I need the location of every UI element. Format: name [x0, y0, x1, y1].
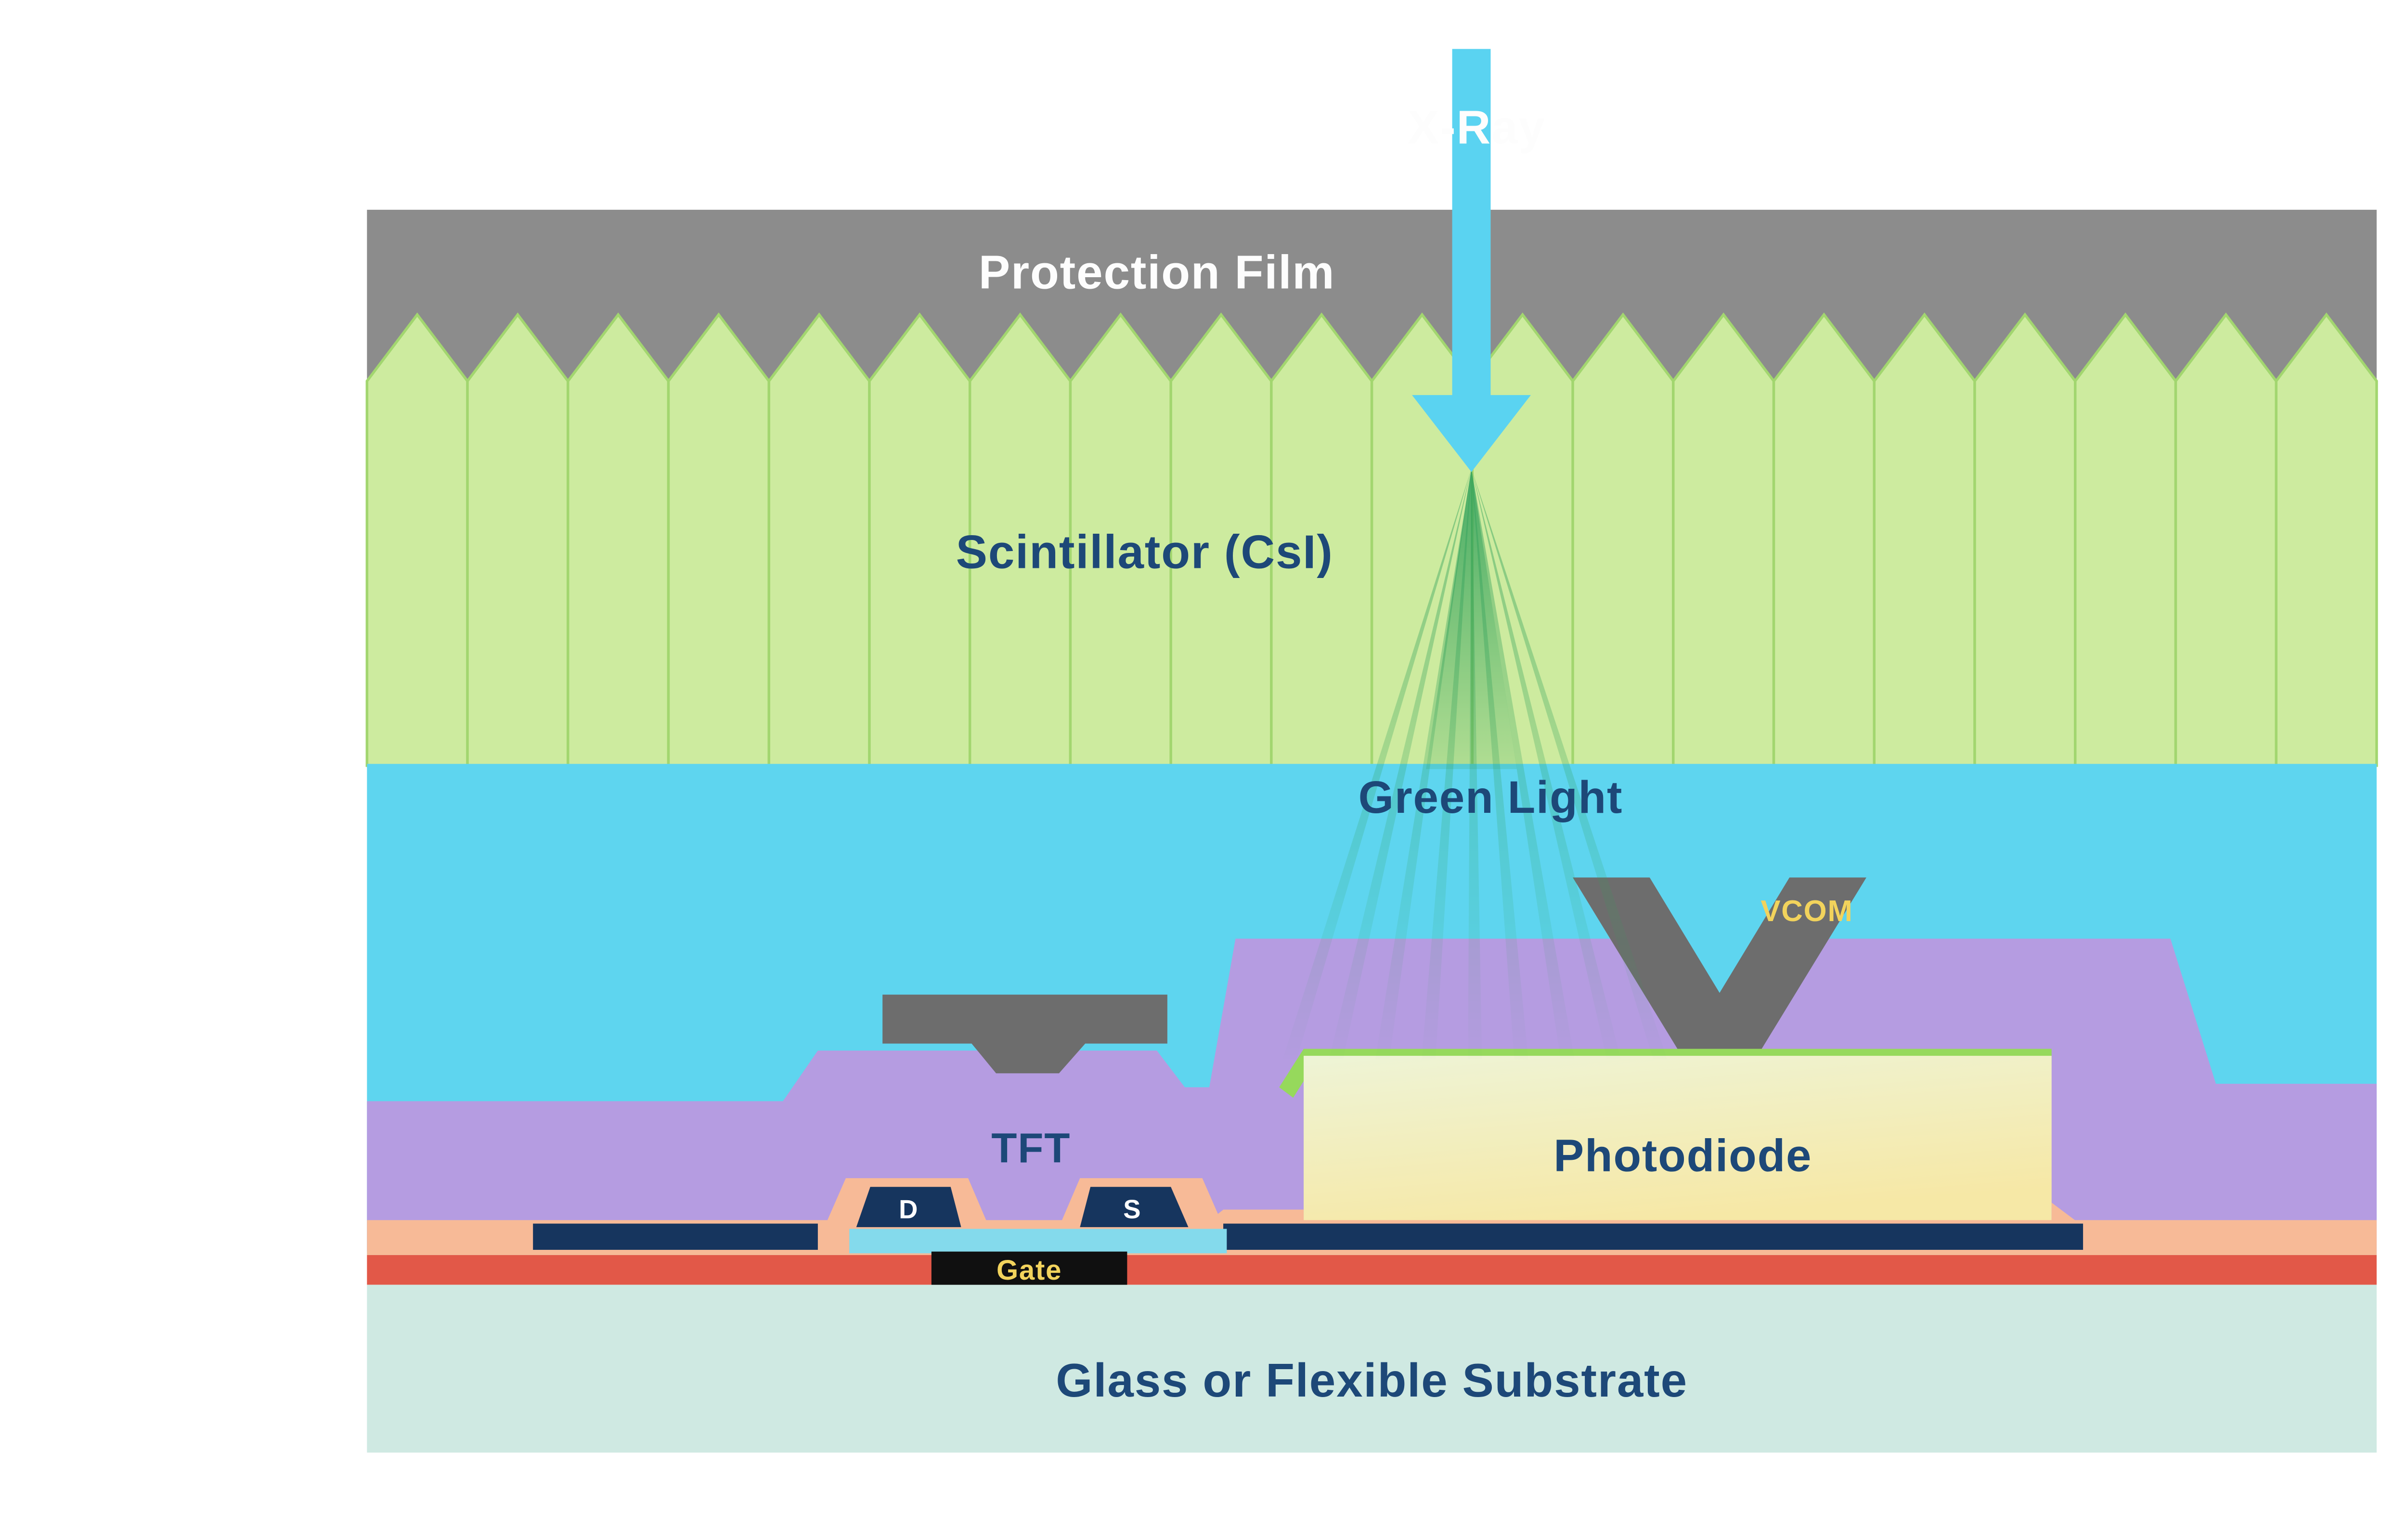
scintillator-needle	[1873, 312, 1976, 767]
xray-arrow-shaft	[1452, 49, 1491, 399]
drain-label: D	[899, 1195, 919, 1224]
protection-film-layer	[367, 209, 2377, 381]
scintillator-needle	[767, 312, 871, 767]
scintillator-needle	[1571, 312, 1675, 767]
tft-source-electrode	[1080, 1187, 1189, 1227]
gate-label: Gate	[996, 1255, 1062, 1286]
tft-label: TFT	[991, 1125, 1071, 1171]
scintillator-needle	[466, 312, 569, 767]
green-light-ray	[1471, 468, 1575, 1060]
scintillator-needle	[365, 312, 469, 767]
substrate-label: Glass or Flexible Substrate	[1056, 1354, 1688, 1407]
photodiode-bottom-metal-line	[1223, 1223, 2083, 1250]
barrier-layer	[367, 1255, 2377, 1285]
photodiode-left-contact-strip	[1205, 1209, 1304, 1227]
scintillator-needle	[2275, 312, 2378, 767]
scintillator-needles	[365, 312, 2378, 767]
green-light-ray	[1375, 468, 1472, 1060]
scintillator-needle	[2074, 312, 2177, 767]
scintillator-needle	[1672, 312, 1775, 767]
scintillator-needle	[2174, 312, 2278, 767]
scintillator-needle	[1772, 312, 1876, 767]
scintillator-needle	[1973, 312, 2077, 767]
photodiode-body	[1304, 1055, 2052, 1227]
left-metal-line	[533, 1223, 818, 1250]
photodiode-label: Photodiode	[1553, 1131, 1812, 1181]
xray-arrow-head	[1412, 395, 1531, 472]
metal-layer	[533, 1187, 2083, 1250]
scintillator-needle	[868, 312, 971, 767]
vcom-label: VCOM	[1760, 895, 1853, 928]
vcom-electrode	[1573, 877, 1866, 1066]
scintillator-needle	[567, 312, 670, 767]
green-light-ray	[1468, 468, 1482, 1060]
substrate-layer	[367, 1284, 2377, 1453]
scintillator-needle	[667, 312, 770, 767]
tft-channel-layer	[849, 1229, 1227, 1254]
scintillator-label: Scintillator (CsI)	[956, 525, 1333, 578]
source-label: S	[1123, 1195, 1141, 1224]
tft-drain-electrode	[856, 1187, 961, 1227]
green-light-label: Green Light	[1359, 772, 1623, 823]
protection-film-label: Protection Film	[979, 245, 1335, 298]
xray-label: X-Ray	[1408, 101, 1546, 154]
gate-line-electrode	[882, 994, 1167, 1074]
gate-electrode	[931, 1251, 1127, 1287]
